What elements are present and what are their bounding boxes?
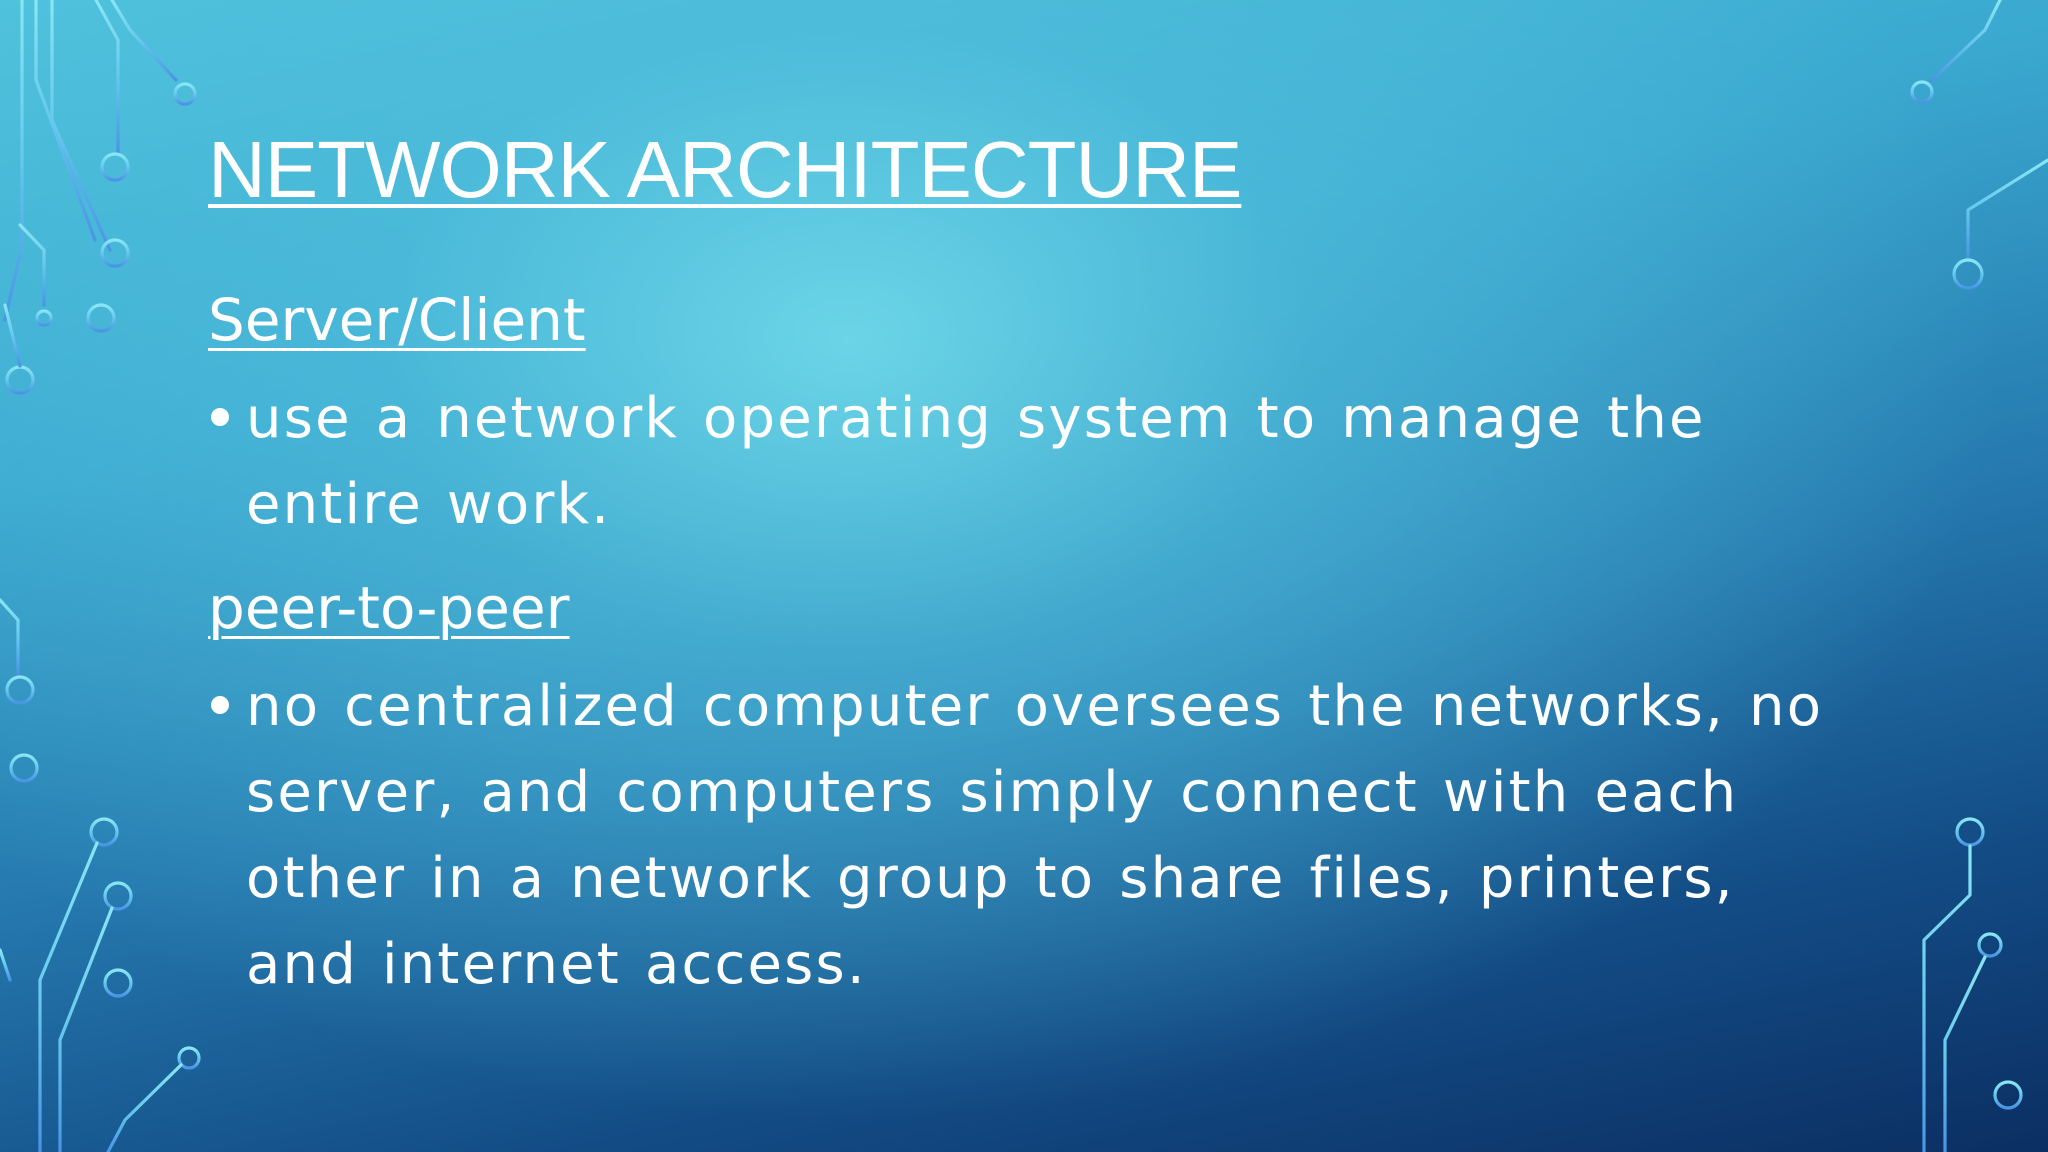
section-server-client: Server/Client use a network operating sy… (208, 278, 1858, 548)
bullet-item-peer-to-peer: no centralized computer oversees the net… (208, 664, 1858, 1008)
section-peer-to-peer: peer-to-peer no centralized computer ove… (208, 566, 1858, 1008)
bullet-dot-icon (211, 696, 229, 714)
bullet-text-peer-to-peer: no centralized computer oversees the net… (246, 674, 1824, 997)
bullet-dot-icon (211, 408, 229, 426)
bullet-text-server-client: use a network operating system to manage… (246, 386, 1706, 537)
slide-title: NETWORK ARCHITECTURE (208, 125, 1242, 214)
slide-content: Server/Client use a network operating sy… (208, 278, 1858, 1026)
bullet-item-server-client: use a network operating system to manage… (208, 376, 1858, 548)
section-heading-peer-to-peer: peer-to-peer (208, 574, 570, 642)
section-heading-server-client: Server/Client (208, 286, 586, 354)
